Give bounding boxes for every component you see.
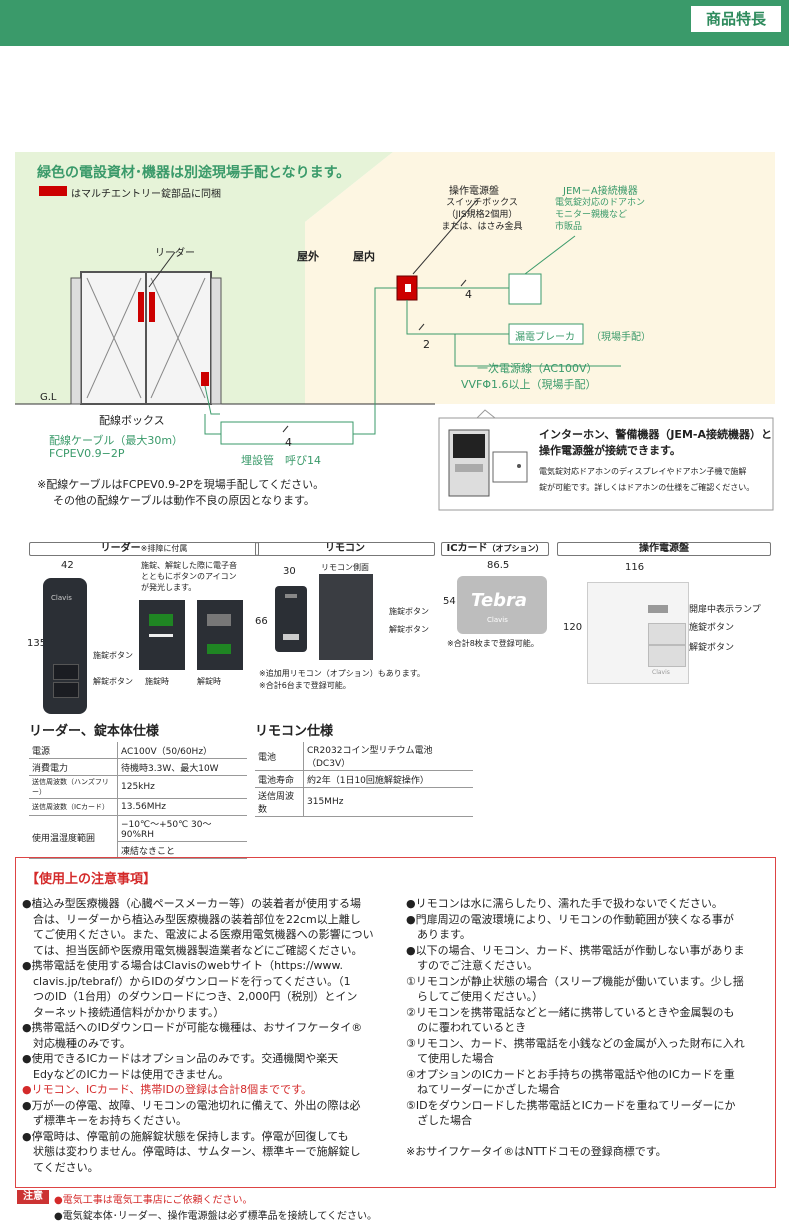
products-section: リーダー※排障に付属 リモコン ICカード（オプション） 操作電源盤 42 13… xyxy=(15,530,775,859)
reader-label: リーダー xyxy=(155,248,195,259)
intercom-title-1: インターホン、警備機器（JEM-A接続機器）と xyxy=(539,428,772,441)
reader-header: リーダー※排障に付属 xyxy=(29,542,259,556)
wiring-box-label: 配線ボックス xyxy=(99,414,165,427)
legend-note: はマルチエントリー錠部品に同梱 xyxy=(71,189,221,200)
table-row: 使用温湿度範囲−10℃〜+50℃ 30〜90%RH xyxy=(29,815,247,859)
panel-header: 操作電源盤 xyxy=(557,542,771,556)
remote-header: リモコン xyxy=(255,542,435,556)
reader-device: Clavis xyxy=(43,578,87,714)
jem-note: 電気錠対応のドアホン モニター親機など 市販品 xyxy=(555,198,646,232)
cable-note-1: ※配線ケーブルはFCPEV0.9-2Pを現場手配してください。 xyxy=(37,478,325,491)
panel-device: Clavis xyxy=(587,582,689,684)
remote-note-1: ※追加用リモコン（オプション）もあります。 xyxy=(259,669,425,678)
remote-side-view xyxy=(319,574,373,660)
card-width: 86.5 xyxy=(487,560,510,571)
gl-label: G.L xyxy=(40,392,57,403)
header-bar: 商品特長 xyxy=(0,0,789,46)
intercom-desc-2: 錠が可能です。詳しくはドアホンの仕様をご確認ください。 xyxy=(539,483,755,492)
notice-right-column: ●リモコンは水に濡らしたり、濡れた手で扱わないでください。●門扉周辺の電波環境に… xyxy=(406,897,745,1158)
remote-note-2: ※合計6台まで登録可能。 xyxy=(259,681,351,690)
breaker-note: （現場手配） xyxy=(591,332,651,343)
wiring-diagram: 緑色の電設資材･機器は別途現場手配となります。 はマルチエントリー錠部品に同梱 … xyxy=(15,152,775,516)
remote-spec-title: リモコン仕様 xyxy=(255,724,334,739)
cable-spec: FCPEV0.9−2P xyxy=(49,447,125,460)
table-row: 送信周波数（ICカード）13.56MHz xyxy=(29,798,247,816)
primary-power: 一次電源線（AC100V） xyxy=(477,362,598,375)
ic-card: Tebra Clavis xyxy=(457,576,547,634)
indoor-label: 屋内 xyxy=(353,250,375,263)
switch-box-note: スイッチボックス （JIS規格2個用） または、はさみ金具 xyxy=(441,198,523,232)
remote-unlock-label: 解錠ボタン xyxy=(389,625,429,634)
table-row: 送信周波数（ハンズフリー）125kHz xyxy=(29,775,247,799)
panel-label: 操作電源盤 xyxy=(449,186,499,197)
cable-note-2: その他の配線ケーブルは動作不良の原因となります。 xyxy=(53,494,315,507)
panel-height: 120 xyxy=(563,622,583,633)
breaker-label: 漏電ブレーカ xyxy=(515,332,575,343)
card-height: 54 xyxy=(443,596,456,607)
table-row: 電池寿命約2年（1日10回施解錠操作） xyxy=(255,770,473,788)
caution-label: 注意 xyxy=(17,1190,49,1204)
panel-lock-label: 施錠ボタン xyxy=(689,623,735,633)
footer-line-2: ●電気錠本体･リーダー、操作電源盤は必ず標準品を接続してください。 xyxy=(54,1211,378,1222)
reader-caption: 施錠、解錠した際に電子音 とともにボタンのアイコン が発光します。 xyxy=(141,561,237,592)
conduit-label: 埋設管 呼び14 xyxy=(241,454,321,467)
table-row: 消費電力待機時3.3W、最大10W xyxy=(29,758,247,776)
card-brand: Clavis xyxy=(487,616,508,624)
table-row: 凍結なきこと xyxy=(29,841,247,859)
reader-brand: Clavis xyxy=(51,594,72,602)
card-logo: Tebra xyxy=(471,590,528,611)
reader-unlock-btn xyxy=(53,682,79,698)
intercom-desc-1: 電気錠対応ドアホンのディスプレイやドアホン子機で施解 xyxy=(539,467,747,476)
section-tag: 商品特長 xyxy=(691,6,781,32)
diagram-canvas xyxy=(15,152,775,516)
reader-locked-view xyxy=(139,600,185,670)
jem-label: JEM－A接続機器 xyxy=(563,186,638,197)
card-note: ※合計8枚まで登録可能。 xyxy=(447,639,539,648)
cable-label: 配線ケーブル（最大30m） xyxy=(49,434,184,447)
remote-width: 30 xyxy=(283,566,296,577)
wire-count-c: 4 xyxy=(285,436,292,449)
remote-height: 66 xyxy=(255,616,268,627)
locked-caption: 施錠時 xyxy=(145,677,169,686)
outdoor-label: 屋外 xyxy=(297,250,319,263)
footer-line-1: ●電気工事は電気工事店にご依頼ください。 xyxy=(54,1195,253,1206)
panel-lamp-label: 開扉中表示ランプ xyxy=(689,605,761,615)
notice-title: 【使用上の注意事項】 xyxy=(26,872,157,887)
card-header: ICカード（オプション） xyxy=(441,542,549,556)
remote-side-label: リモコン側面 xyxy=(321,563,369,572)
notice-left-column: ●植込み型医療機器（心臓ペースメーカー等）の装着者が使用する場 合は、リーダーか… xyxy=(22,897,374,1174)
intercom-title-2: 操作電源盤が接続できます。 xyxy=(539,444,681,457)
reader-lock-btn xyxy=(53,664,79,680)
panel-width: 116 xyxy=(625,562,645,573)
remote-lock-label: 施錠ボタン xyxy=(389,607,429,616)
reader-unlocked-view xyxy=(197,600,243,670)
reader-unlock-label: 解錠ボタン xyxy=(93,677,133,686)
vvf-spec: VVFΦ1.6以上（現場手配） xyxy=(461,378,597,391)
reader-lock-label: 施錠ボタン xyxy=(93,651,133,660)
remote-device xyxy=(275,586,307,652)
reader-width: 42 xyxy=(61,560,74,571)
panel-brand: Clavis xyxy=(652,669,670,676)
panel-unlock-label: 解錠ボタン xyxy=(689,643,735,653)
diagram-headline: 緑色の電設資材･機器は別途現場手配となります。 xyxy=(37,165,351,181)
reader-spec-title: リーダー、錠本体仕様 xyxy=(29,724,159,739)
unlocked-caption: 解錠時 xyxy=(197,677,221,686)
wire-count-b: 2 xyxy=(423,338,430,351)
notice-box: 【使用上の注意事項】 ●植込み型医療機器（心臓ペースメーカー等）の装着者が使用す… xyxy=(15,857,776,1188)
wire-count-a: 4 xyxy=(465,288,472,301)
reader-height: 135 xyxy=(27,638,47,649)
